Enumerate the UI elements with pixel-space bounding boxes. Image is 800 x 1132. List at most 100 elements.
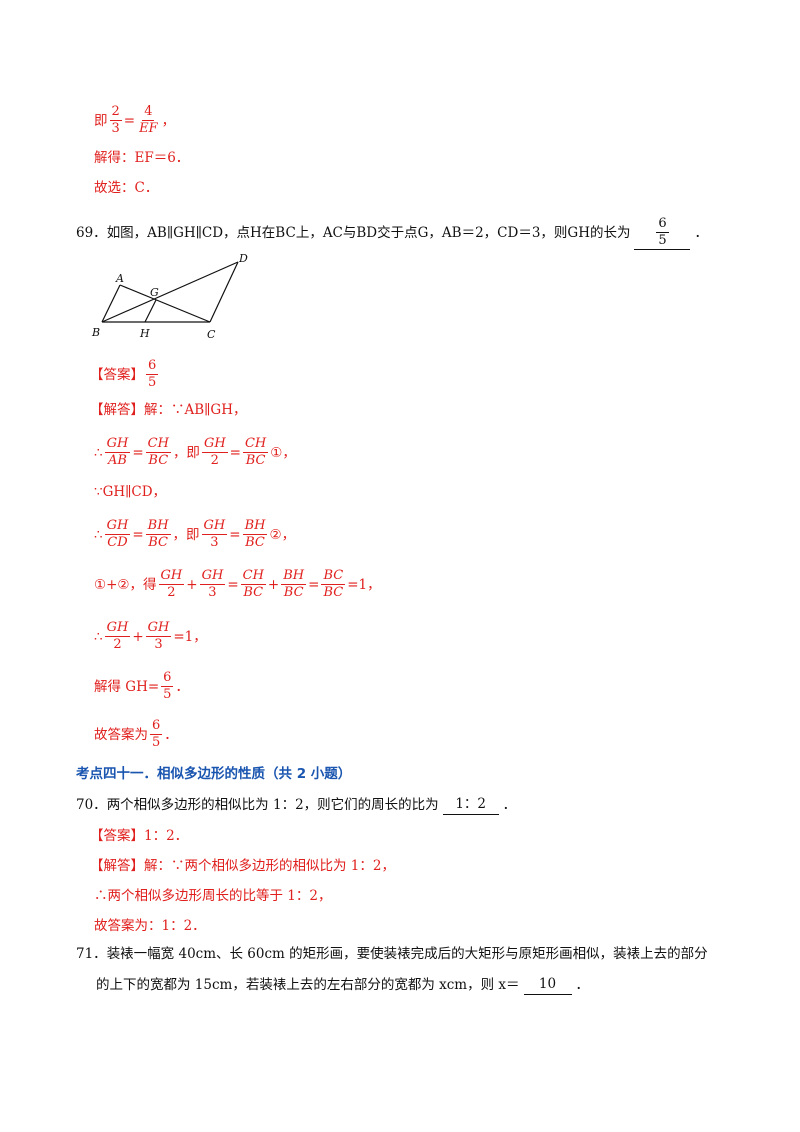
frac-num: 6 [656,216,669,233]
frac-den: 5 [148,375,157,390]
period: ． [694,225,708,241]
text-ji: ，即 [172,444,200,461]
frac-num: GH [158,568,185,585]
solution-70-line3: 故答案为：1：2． [94,918,206,934]
circled-one: ① [94,576,107,593]
frac-den: 3 [210,535,219,550]
label-d: D [238,252,248,265]
solution-text: 解：∵AB∥GH， [144,402,247,418]
solution-tag: 【解答】 [90,858,144,874]
text-ji: ，即 [172,526,200,543]
segment-ab [101,284,121,323]
circled-two: ② [117,576,130,593]
plus: + [267,576,280,593]
frac-den: BC [243,585,264,600]
question-71-line1: 71． 装裱一幅宽 40cm、长 60cm 的矩形画，要使装裱完成后的大矩形与原… [76,944,708,964]
question-text: 的上下的宽都为 15cm，若装裱上去的左右部分的宽都为 xcm，则 x＝ [96,976,520,993]
section-heading: 考点四十一．相似多边形的性质（共 2 小题） [76,766,352,782]
answer-blank: 1：2 [442,794,499,815]
solution-70: 【解答】 解：∵两个相似多边形的相似比为 1：2， [90,856,395,876]
equals: = [229,526,241,543]
circled-two: ② [269,526,282,543]
solution-ef: 解得：EF＝6． [94,150,190,166]
equals: = [132,444,144,461]
label-b: B [91,326,100,339]
frac-num: CH [240,568,266,585]
equals: = [132,526,144,543]
frac-den: BC [148,453,169,468]
frac-num: CH [145,436,171,453]
frac-den: 2 [210,453,219,468]
plus: + [106,576,118,593]
because-gh-cd: ∵GH∥CD， [94,484,167,500]
label-g: G [150,286,159,299]
frac-den: 3 [154,637,163,652]
frac-num: GH [145,620,172,637]
question-text: 如图，AB∥GH∥CD，点H在BC上，AC与BD交于点G，AB＝2，CD＝3，则… [106,225,631,241]
label-c: C [207,328,216,341]
frac-den: BC [283,585,304,600]
equals: = [123,112,136,129]
frac-den: CD [107,535,128,550]
period: ． [175,678,189,695]
frac-num: 6 [146,358,159,375]
question-text: 装裱一幅宽 40cm、长 60cm 的矩形画，要使装裱完成后的大矩形与原矩形画相… [106,946,708,962]
frac-num: GH [104,518,131,535]
solve-text: 解得 GH= [94,678,160,695]
question-70: 70． 两个相似多边形的相似比为 1：2，则它们的周长的比为 1：2 ． [76,794,516,815]
equals: = [227,576,239,593]
comma: ， [281,526,296,543]
segment-bd [101,261,239,323]
frac-num: GH [104,620,131,637]
plus: + [132,628,144,645]
frac-den: BC [148,535,168,550]
frac-num: CH [242,436,269,453]
frac-den: BC [245,453,266,468]
frac-num: 2 [109,104,122,121]
frac-den: 2 [167,585,176,600]
answer-tag: 【答案】 [90,366,144,383]
solution-text: 解：∵两个相似多边形的相似比为 1：2， [144,858,395,874]
comma: ， [161,112,176,129]
question-number: 69． [76,225,107,241]
solution-70-line2: ∴两个相似多边形周长的比等于 1：2， [94,888,332,904]
frac-den: 5 [658,233,667,248]
question-69: 69． 如图，AB∥GH∥CD，点H在BC上，AC与BD交于点G，AB＝2，CD… [76,216,708,250]
frac-num: BH [281,568,307,585]
frac-num: GH [201,518,228,535]
frac-den: BC [323,585,344,600]
period: ． [164,726,178,743]
frac-den: BC [245,535,265,550]
segment-ac [119,284,211,323]
frac-num: GH [201,436,228,453]
period: ． [502,796,517,813]
choice-line: 故选：C． [94,180,159,196]
frac-den: 2 [113,637,122,652]
geometry-figure: A B C D G H [91,252,248,341]
final-text: 故答案为 [94,726,148,743]
frac-num: GH [199,568,226,585]
